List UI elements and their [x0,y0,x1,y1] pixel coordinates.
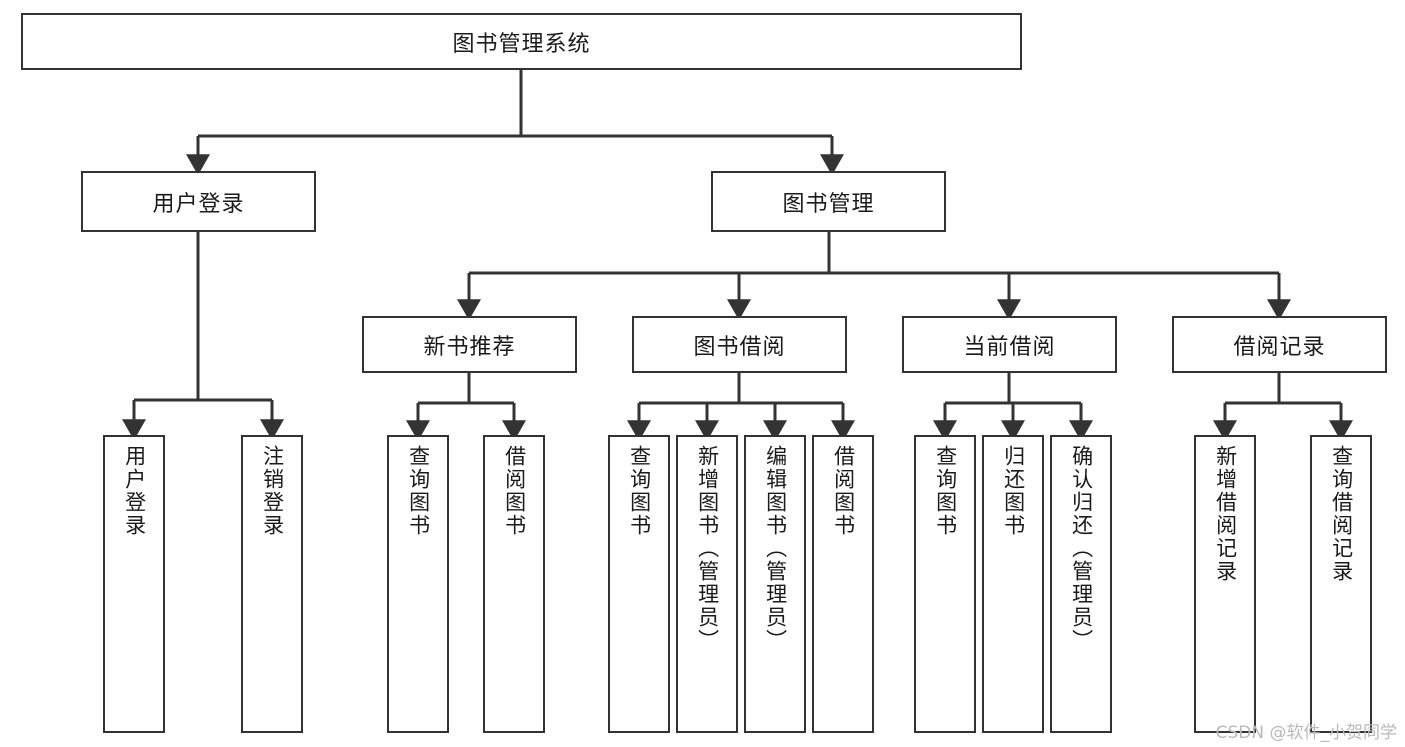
node-leaf-query-book-rec[interactable]: 查询图书 [387,435,449,733]
node-borrow-record[interactable]: 借阅记录 [1172,316,1387,373]
node-label: 编辑图书（管理员） [763,445,788,652]
node-label: 借阅图书 [831,445,856,537]
node-label: 用户登录 [122,445,147,537]
node-leaf-borrow-book-rec[interactable]: 借阅图书 [483,435,545,733]
node-leaf-query-book-cb[interactable]: 查询图书 [914,435,976,733]
node-label: 新书推荐 [423,334,516,360]
node-label: 图书管理系统 [452,31,591,57]
node-leaf-confirm-return[interactable]: 确认归还（管理员） [1050,435,1112,733]
node-book-borrow[interactable]: 图书借阅 [632,316,847,373]
node-leaf-user-login[interactable]: 用户登录 [103,435,165,733]
node-leaf-add-record[interactable]: 新增借阅记录 [1194,435,1256,733]
node-root[interactable]: 图书管理系统 [21,13,1022,70]
node-label: 图书借阅 [693,334,786,360]
node-label: 新增图书（管理员） [695,445,720,652]
node-label: 用户登录 [152,191,245,217]
node-current-borrow[interactable]: 当前借阅 [902,316,1117,373]
node-leaf-return-book[interactable]: 归还图书 [982,435,1044,733]
node-leaf-user-logout[interactable]: 注销登录 [241,435,303,733]
node-new-book-rec[interactable]: 新书推荐 [362,316,577,373]
node-label: 查询图书 [627,445,652,537]
node-label: 新增借阅记录 [1213,445,1238,583]
node-leaf-borrow-book-bb[interactable]: 借阅图书 [812,435,874,733]
node-label: 查询图书 [933,445,958,537]
node-label: 归还图书 [1001,445,1026,537]
node-label: 查询借阅记录 [1329,445,1354,583]
node-label: 当前借阅 [963,334,1056,360]
node-label: 查询图书 [406,445,431,537]
node-label: 借阅图书 [502,445,527,537]
node-leaf-add-book[interactable]: 新增图书（管理员） [676,435,738,733]
node-leaf-edit-book[interactable]: 编辑图书（管理员） [744,435,806,733]
node-book-manage[interactable]: 图书管理 [711,171,946,232]
node-leaf-query-record[interactable]: 查询借阅记录 [1310,435,1372,733]
node-user-login[interactable]: 用户登录 [81,171,316,232]
node-label: 借阅记录 [1233,334,1326,360]
node-label: 确认归还（管理员） [1069,445,1094,652]
node-label: 图书管理 [782,191,875,217]
node-leaf-query-book-bb[interactable]: 查询图书 [608,435,670,733]
node-label: 注销登录 [260,445,285,537]
